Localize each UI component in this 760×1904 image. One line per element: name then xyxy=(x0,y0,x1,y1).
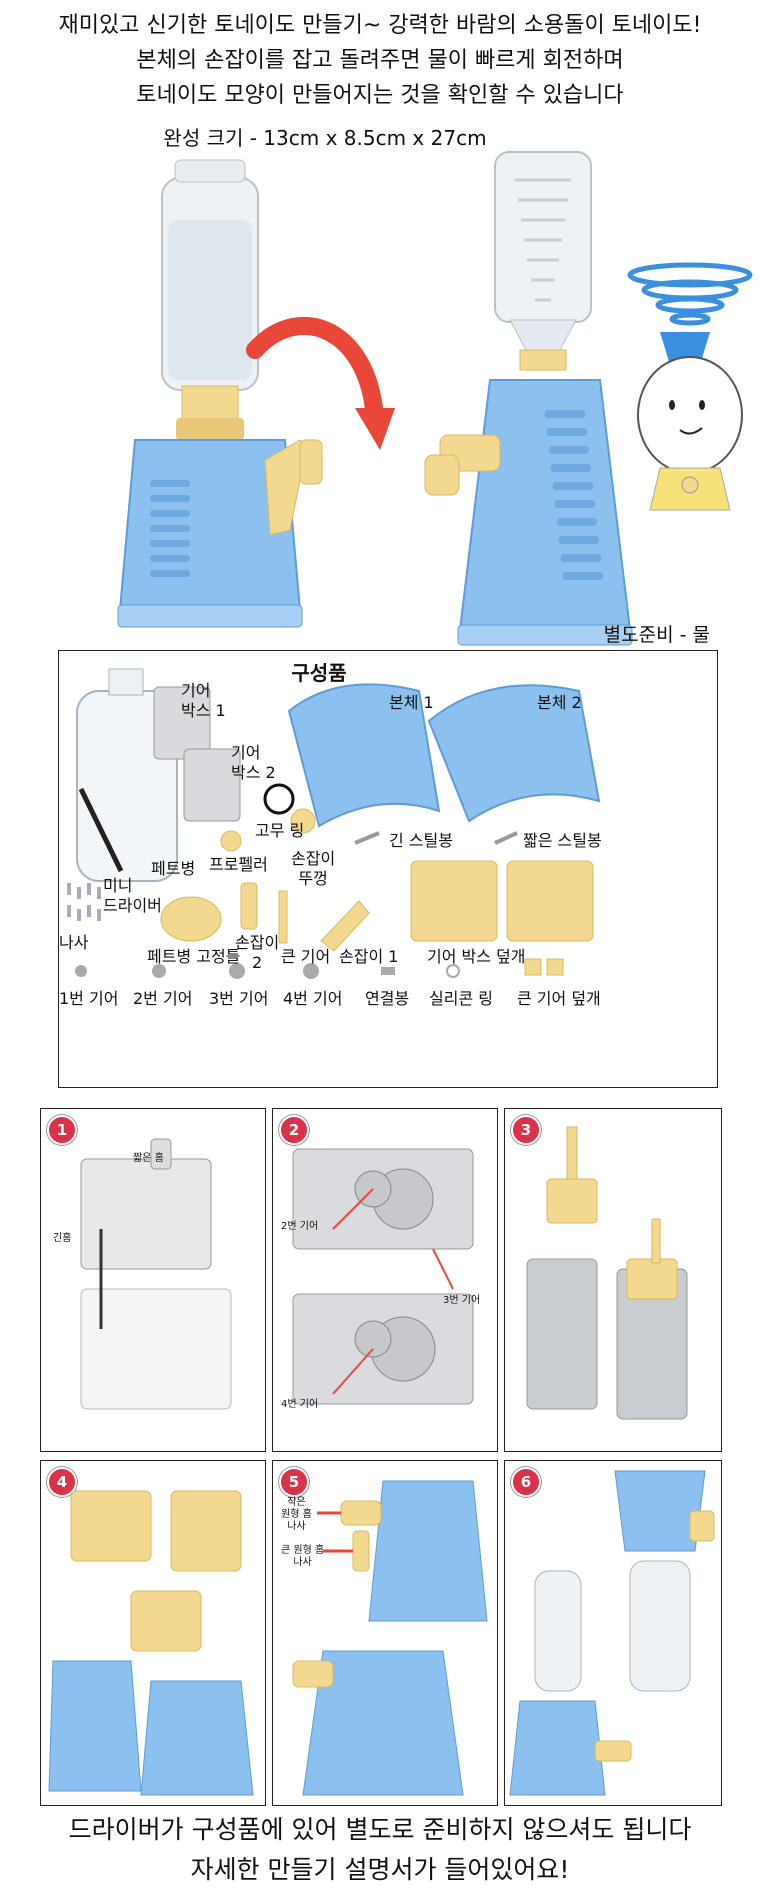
body-2-part xyxy=(427,684,601,823)
step-4-illustration xyxy=(48,1490,254,1796)
label-handle-cap: 손잡이 뚜껑 xyxy=(291,849,336,888)
label-bottle-holder: 페트병 고정틀 xyxy=(147,947,241,966)
body-1-part xyxy=(287,683,441,828)
hero-illustration xyxy=(117,151,753,646)
label-gearbox-2: 기어 박스 2 xyxy=(231,743,276,782)
big-gear-cover-part-a xyxy=(524,958,542,976)
step-2-gear-3: 3번 기어 xyxy=(443,1295,481,1306)
gear-3-part xyxy=(229,963,245,979)
handle-1-part xyxy=(320,900,370,952)
label-bottle: 페트병 xyxy=(151,859,196,878)
step-3-badge: 3 xyxy=(511,1115,541,1145)
label-handle-2: 손잡이 2 xyxy=(235,933,280,972)
intro-text: 재미있고 신기한 토네이도 만들기~ 강력한 바람의 소용돌이 토네이도! 본체… xyxy=(0,8,760,113)
tornado-maker-right xyxy=(424,151,633,646)
step-3-illustration xyxy=(526,1126,688,1420)
label-body-2: 본체 2 xyxy=(537,693,582,712)
step-6-badge: 6 xyxy=(511,1467,541,1497)
label-body-1: 본체 1 xyxy=(389,693,434,712)
label-big-gear: 큰 기어 xyxy=(281,947,331,966)
step-5-panel: 5 작은 원형 홈 나사 큰 원형 홈 나사 xyxy=(272,1460,498,1806)
step-5-badge: 5 xyxy=(279,1467,309,1497)
footer-line-2: 자세한 만들기 설명서가 들어있어요! xyxy=(190,1855,570,1884)
step-2-illustration xyxy=(292,1148,474,1405)
parts-title: 구성품 xyxy=(291,661,347,685)
step-5-big-hole: 큰 원형 홈 나사 xyxy=(281,1545,325,1568)
rubber-ring-part xyxy=(263,783,295,815)
label-connector: 연결봉 xyxy=(365,989,410,1008)
tornado-maker-left xyxy=(117,159,323,628)
bottle-holder-part xyxy=(160,896,222,942)
gearbox-cover-part-a xyxy=(410,860,498,942)
parts-illustration xyxy=(67,668,601,979)
mascot-character xyxy=(627,262,753,511)
label-screw: 나사 xyxy=(59,933,89,952)
intro-line-3: 토네이도 모양이 만들어지는 것을 확인할 수 있습니다 xyxy=(136,83,624,108)
gearbox-cover-part-b xyxy=(506,860,594,942)
step-5-illustration xyxy=(292,1480,488,1796)
finished-size: 완성 크기 - 13cm x 8.5cm x 27cm xyxy=(163,126,487,150)
big-gear-cover-part-b xyxy=(546,958,564,976)
screw-parts xyxy=(67,883,101,921)
rotate-arrow xyxy=(246,316,384,429)
step-2-badge: 2 xyxy=(279,1115,309,1145)
label-rubber-ring: 고무 링 xyxy=(255,821,305,840)
label-gearbox-1: 기어 박스 1 xyxy=(181,681,226,720)
label-gear-4: 4번 기어 xyxy=(283,989,343,1008)
step-2-gear-4: 4번 기어 xyxy=(281,1399,319,1410)
mini-driver-part xyxy=(78,787,124,873)
gearbox-1-part xyxy=(153,686,211,760)
step-6-panel: 6 xyxy=(504,1460,722,1806)
label-big-gear-cover: 큰 기어 덮개 xyxy=(517,989,601,1008)
label-short-rod: 짧은 스틸봉 xyxy=(523,831,602,850)
footer-text: 드라이버가 구성품에 있어 별도로 준비하지 않으셔도 됩니다 자세한 만들기 … xyxy=(0,1810,760,1890)
footer-line-1: 드라이버가 구성품에 있어 별도로 준비하지 않으셔도 됩니다 xyxy=(68,1815,692,1844)
intro-line-1: 재미있고 신기한 토네이도 만들기~ 강력한 바람의 소용돌이 토네이도! xyxy=(58,13,702,38)
handle-cap-part xyxy=(290,808,316,834)
label-handle-1: 손잡이 1 xyxy=(339,947,399,966)
step-2-panel: 2 2번 기어 3번 기어 4번 기어 xyxy=(272,1108,498,1452)
gear-1-part xyxy=(75,965,87,977)
step-1-panel: 1 짧은 홈 긴홈 xyxy=(40,1108,266,1452)
gear-4-part xyxy=(303,963,319,979)
label-gear-1: 1번 기어 xyxy=(59,989,119,1008)
label-propeller: 프로펠러 xyxy=(209,855,268,874)
long-rod-part xyxy=(354,831,380,845)
silicone-ring-part xyxy=(446,964,460,978)
propeller-part xyxy=(220,830,242,852)
step-1-badge: 1 xyxy=(47,1115,77,1145)
label-gear-2: 2번 기어 xyxy=(133,989,193,1008)
step-6-illustration xyxy=(509,1470,715,1796)
label-mini-driver: 미니 드라이버 xyxy=(103,876,162,915)
intro-line-2: 본체의 손잡이를 잡고 돌려주면 물이 빠르게 회전하며 xyxy=(136,48,624,73)
label-gear-3: 3번 기어 xyxy=(209,989,269,1008)
label-long-rod: 긴 스틸봉 xyxy=(389,831,453,850)
gear-2-part xyxy=(152,964,166,978)
step-1-illustration xyxy=(80,1138,232,1410)
gearbox-2-part xyxy=(183,748,241,822)
handle-2-part xyxy=(240,882,258,930)
label-gearbox-cover: 기어 박스 덮개 xyxy=(427,947,526,966)
step-1-long-groove: 긴홈 xyxy=(53,1233,72,1244)
step-5-small-hole: 작은 원형 홈 나사 xyxy=(281,1497,312,1532)
connector-part xyxy=(381,967,395,975)
big-gear-part xyxy=(278,890,288,944)
short-rod-part xyxy=(494,831,518,845)
step-1-short-groove: 짧은 홈 xyxy=(133,1153,164,1164)
separately-prepared-note: 별도준비 - 물 xyxy=(603,624,710,646)
parts-box: 구성품 xyxy=(58,650,718,1088)
step-2-gear-2: 2번 기어 xyxy=(281,1221,319,1232)
label-silicone-ring: 실리콘 링 xyxy=(429,989,493,1008)
step-4-badge: 4 xyxy=(47,1467,77,1497)
step-4-panel: 4 xyxy=(40,1460,266,1806)
step-3-panel: 3 xyxy=(504,1108,722,1452)
